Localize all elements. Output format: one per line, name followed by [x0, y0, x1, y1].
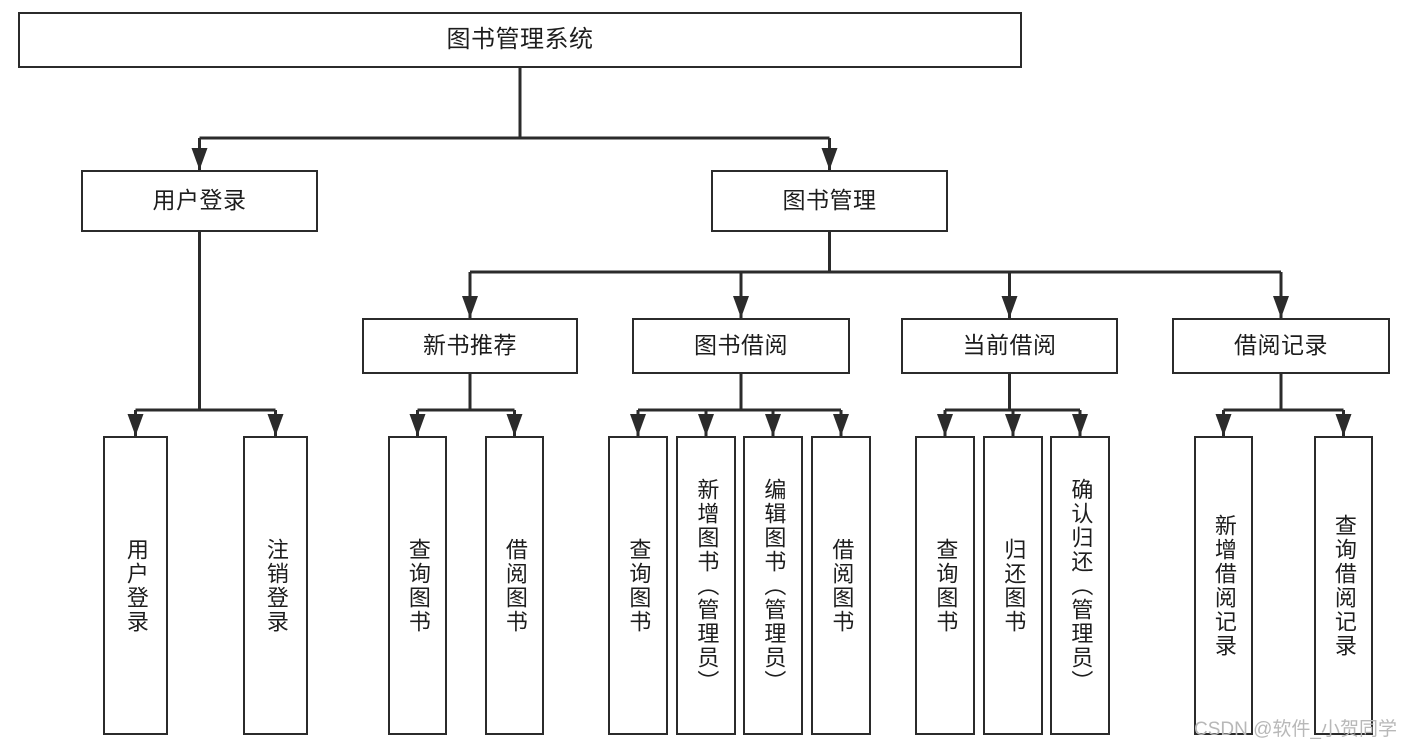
- node-borrow-record[interactable]: 借阅记录: [1172, 318, 1390, 374]
- node-label: 查询图书: [626, 537, 652, 634]
- node-label: 图书管理: [782, 187, 877, 214]
- node-root[interactable]: 图书管理系统: [18, 12, 1022, 68]
- node-label: 当前借阅: [962, 332, 1057, 359]
- node-label: 新书推荐: [423, 332, 517, 359]
- node-label: 用户登录: [123, 537, 149, 634]
- node-user-login[interactable]: 用户登录: [81, 170, 318, 232]
- node-leaf-borrow-book-2[interactable]: 借阅图书: [811, 436, 871, 735]
- node-leaf-return-book[interactable]: 归还图书: [983, 436, 1043, 735]
- node-label: 注销登录: [263, 537, 289, 634]
- node-label: 新增图书（管理员）: [694, 477, 720, 694]
- node-leaf-add-record[interactable]: 新增借阅记录: [1194, 436, 1253, 735]
- node-current-borrow[interactable]: 当前借阅: [901, 318, 1118, 374]
- node-leaf-user-login[interactable]: 用户登录: [103, 436, 168, 735]
- node-label: 借阅图书: [502, 537, 528, 634]
- node-label: 借阅记录: [1234, 332, 1328, 359]
- node-label: 图书借阅: [694, 332, 788, 359]
- node-label: 查询借阅记录: [1331, 513, 1357, 658]
- node-book-manage[interactable]: 图书管理: [711, 170, 948, 232]
- node-label: 借阅图书: [829, 537, 855, 634]
- node-label: 查询图书: [933, 537, 959, 634]
- node-leaf-confirm-return[interactable]: 确认归还（管理员）: [1050, 436, 1110, 735]
- node-leaf-query-book-1[interactable]: 查询图书: [388, 436, 447, 735]
- node-label: 图书管理系统: [446, 25, 594, 53]
- node-leaf-query-book-2[interactable]: 查询图书: [608, 436, 668, 735]
- node-label: 归还图书: [1001, 537, 1027, 634]
- node-leaf-borrow-book-1[interactable]: 借阅图书: [485, 436, 544, 735]
- node-leaf-logout[interactable]: 注销登录: [243, 436, 308, 735]
- node-leaf-edit-book[interactable]: 编辑图书（管理员）: [743, 436, 803, 735]
- node-label: 编辑图书（管理员）: [761, 477, 787, 694]
- node-new-book-rec[interactable]: 新书推荐: [362, 318, 578, 374]
- node-leaf-add-book[interactable]: 新增图书（管理员）: [676, 436, 736, 735]
- node-book-borrow[interactable]: 图书借阅: [632, 318, 850, 374]
- node-label: 新增借阅记录: [1211, 513, 1237, 658]
- node-leaf-query-record[interactable]: 查询借阅记录: [1314, 436, 1373, 735]
- node-label: 查询图书: [405, 537, 431, 634]
- node-label: 用户登录: [152, 187, 247, 214]
- node-label: 确认归还（管理员）: [1068, 477, 1094, 694]
- node-leaf-query-book-3[interactable]: 查询图书: [915, 436, 975, 735]
